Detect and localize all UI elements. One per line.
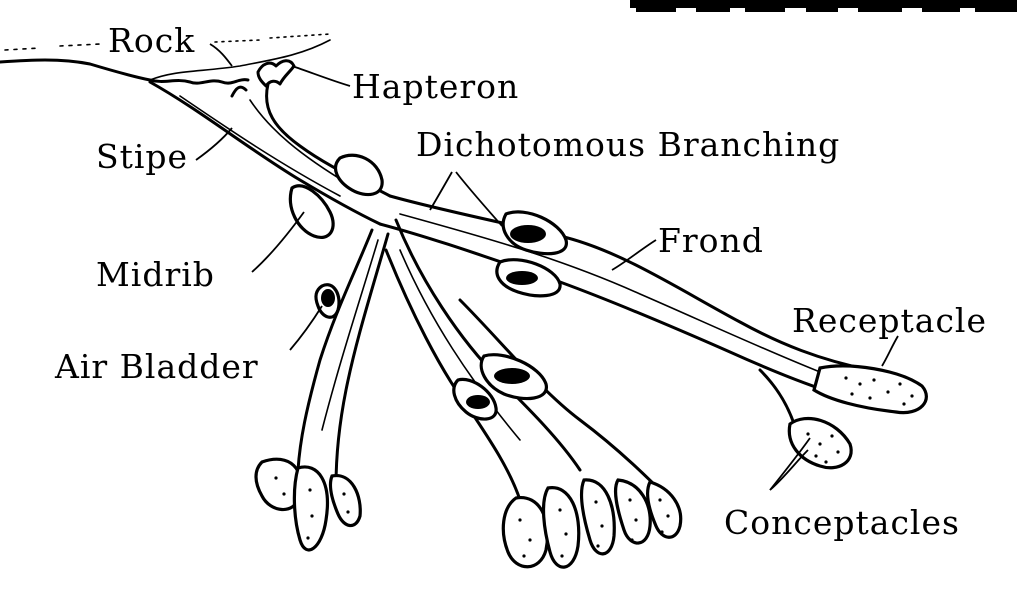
label-hapteron: Hapteron <box>352 67 519 106</box>
leader-stipe <box>196 128 232 160</box>
label-stipe: Stipe <box>96 137 188 176</box>
leader-hapteron <box>292 66 350 86</box>
label-conceptacles: Conceptacles <box>724 503 960 542</box>
title-fragment <box>630 0 1017 12</box>
label-air-bladder: Air Bladder <box>54 347 259 386</box>
label-receptacle: Receptacle <box>792 301 987 340</box>
label-rock: Rock <box>108 21 195 60</box>
leader-conceptacles-2 <box>770 438 810 490</box>
label-dichotomous-branching: Dichotomous Branching <box>416 125 840 164</box>
leader-rock <box>210 44 232 66</box>
leader-dichotomous-1 <box>430 172 452 210</box>
label-frond: Frond <box>658 221 764 260</box>
leader-air-bladder <box>290 306 322 350</box>
leader-receptacle <box>882 336 898 366</box>
label-midrib: Midrib <box>96 255 215 294</box>
